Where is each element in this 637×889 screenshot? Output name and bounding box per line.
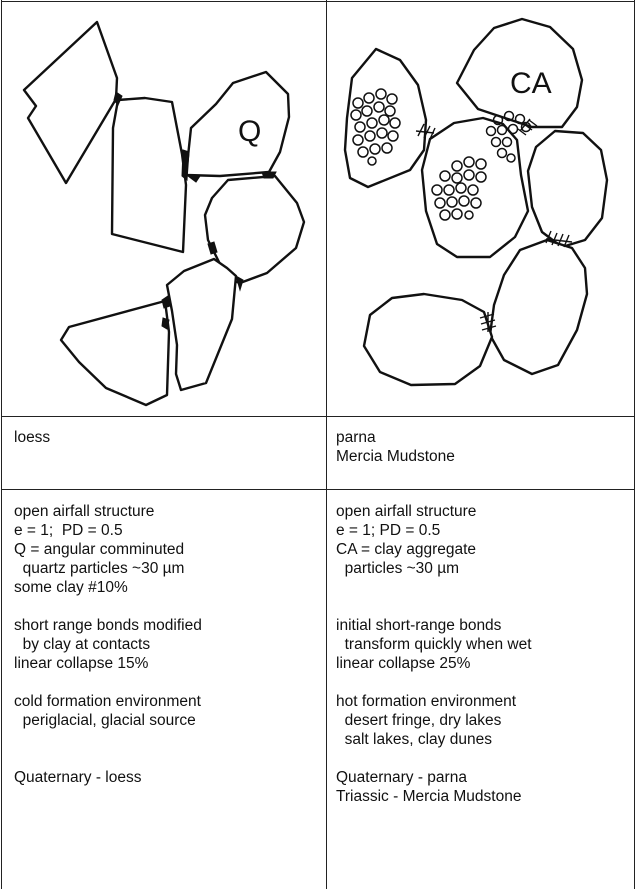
right-name-cell: parna Mercia Mudstone: [336, 428, 626, 466]
description-line: quartz particles ~30 µm: [14, 559, 319, 578]
clay-bond: [162, 296, 170, 308]
clay-bond: [188, 176, 200, 182]
description-line: open airfall structure: [336, 502, 632, 521]
description-line: CA = clay aggregate: [336, 540, 632, 559]
left-environment-block: cold formation environment periglacial, …: [14, 692, 319, 730]
left-bonds-block: short range bonds modified by clay at co…: [14, 616, 319, 673]
description-line: initial short-range bonds: [336, 616, 632, 635]
left-description-cell: open airfall structure e = 1; PD = 0.5 Q…: [14, 502, 319, 787]
description-line: Quaternary - loess: [14, 768, 319, 787]
description-line: Triassic - Mercia Mudstone: [336, 787, 632, 806]
parna-grains: CA: [345, 19, 607, 385]
description-line: linear collapse 15%: [14, 654, 319, 673]
description-line: desert fringe, dry lakes: [336, 711, 632, 730]
table-divider-row1: [1, 416, 635, 417]
description-line: Quaternary - parna: [336, 768, 632, 787]
description-line: e = 1; PD = 0.5: [336, 521, 632, 540]
loess-grains: Q: [24, 22, 304, 405]
right-structure-block: open airfall structure e = 1; PD = 0.5 C…: [336, 502, 632, 578]
particle-label-ca: CA: [510, 67, 552, 100]
clay-aggregate: [490, 240, 587, 374]
description-line: salt lakes, clay dunes: [336, 730, 632, 749]
right-description-cell: open airfall structure e = 1; PD = 0.5 C…: [336, 502, 632, 806]
description-line: open airfall structure: [14, 502, 319, 521]
description-line: some clay #10%: [14, 578, 319, 597]
right-bonds-block: initial short-range bonds transform quic…: [336, 616, 632, 673]
description-line: cold formation environment: [14, 692, 319, 711]
right-environment-block: hot formation environment desert fringe,…: [336, 692, 632, 749]
left-structure-block: open airfall structure e = 1; PD = 0.5 Q…: [14, 502, 319, 597]
clay-aggregate: [422, 118, 528, 257]
left-name-line: loess: [14, 428, 314, 447]
table-divider-row2: [1, 489, 635, 490]
clay-aggregate: [345, 49, 426, 187]
quartz-grain: [24, 22, 117, 183]
description-line: e = 1; PD = 0.5: [14, 521, 319, 540]
description-line: hot formation environment: [336, 692, 632, 711]
left-age-block: Quaternary - loess: [14, 768, 319, 787]
particle-label-q: Q: [238, 115, 261, 148]
description-line: periglacial, glacial source: [14, 711, 319, 730]
quartz-grain: [61, 301, 169, 405]
description-line: Q = angular comminuted: [14, 540, 319, 559]
description-line: particles ~30 µm: [336, 559, 632, 578]
description-line: short range bonds modified: [14, 616, 319, 635]
clay-aggregate: [528, 131, 607, 247]
clay-aggregate: [364, 294, 492, 385]
description-line: by clay at contacts: [14, 635, 319, 654]
clay-bond: [262, 172, 276, 178]
right-name-line: parna: [336, 428, 626, 447]
quartz-grain: [167, 259, 236, 390]
description-line: transform quickly when wet: [336, 635, 632, 654]
quartz-grain: [112, 98, 186, 252]
right-name-line: Mercia Mudstone: [336, 447, 626, 466]
right-age-block: Quaternary - parna Triassic - Mercia Mud…: [336, 768, 632, 806]
particle-diagram: Q: [0, 0, 637, 416]
left-name-cell: loess: [14, 428, 314, 447]
description-line: linear collapse 25%: [336, 654, 632, 673]
